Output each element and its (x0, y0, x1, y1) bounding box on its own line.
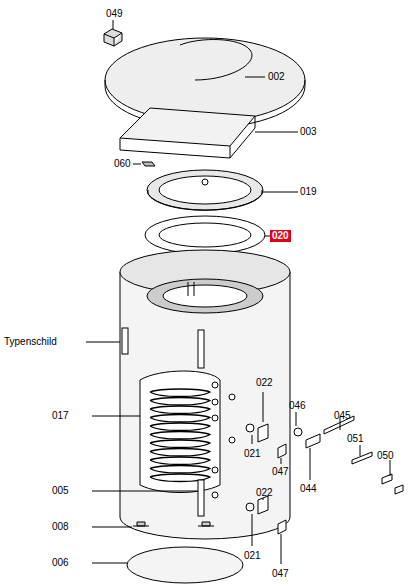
callout-number: 019 (300, 186, 317, 198)
coil-winding (150, 432, 210, 440)
coil-winding (150, 398, 210, 406)
callout-number: 003 (300, 126, 317, 138)
callout-number: 017 (52, 410, 69, 422)
callout-number: 060 (114, 158, 131, 170)
coil-winding (150, 423, 210, 431)
callout-number: 049 (106, 8, 123, 20)
callout-number: 051 (347, 433, 364, 445)
nameplate-label: Typenschild (4, 336, 57, 348)
coil-winding (150, 389, 210, 397)
callout-number: 002 (268, 71, 285, 83)
callout-number: 021 (244, 448, 261, 460)
callout-number: 005 (52, 485, 69, 497)
callout-number: 047 (272, 466, 289, 478)
callout-number: 045 (334, 410, 351, 422)
coil-winding (150, 406, 210, 414)
callout-number: 050 (377, 450, 394, 462)
coil-winding (150, 415, 210, 423)
callout-number: 022 (256, 377, 273, 389)
coil-winding (150, 449, 210, 457)
callout-number: 047 (272, 568, 289, 580)
callout-number: 006 (52, 557, 69, 569)
coil-winding (150, 457, 210, 465)
coil-winding (150, 466, 210, 474)
callout-number: 021 (244, 550, 261, 562)
callout-number: 008 (52, 521, 69, 533)
coil-winding (150, 440, 210, 448)
callout-number: 020 (270, 230, 291, 242)
callout-number: 044 (300, 483, 317, 495)
callout-number: 046 (289, 400, 306, 412)
callout-number: 022 (256, 487, 273, 499)
